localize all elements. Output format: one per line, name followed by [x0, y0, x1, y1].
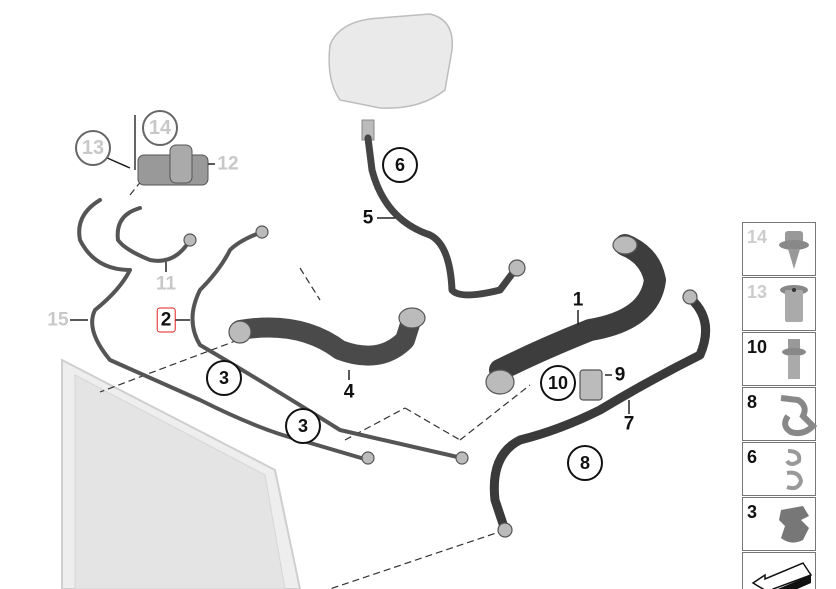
callout-10: 10	[540, 365, 576, 401]
nut-insert-icon	[780, 285, 808, 322]
radiator	[61, 358, 302, 589]
hose-1	[489, 234, 666, 381]
callout-8: 8	[567, 445, 603, 481]
valve-12	[134, 115, 209, 186]
fittings	[183, 225, 698, 538]
callout-15: 15	[47, 309, 69, 331]
legend-item-13: 13	[742, 277, 816, 331]
hose-7-8	[489, 293, 711, 535]
callout-6: 6	[382, 147, 418, 183]
arrow-icon	[751, 562, 813, 589]
callout-14: 14	[142, 110, 178, 146]
hose-2	[190, 230, 464, 460]
callout-lines	[70, 156, 630, 414]
callout-5: 5	[362, 207, 374, 229]
legend-label: 8	[747, 392, 758, 412]
legend-item-8: 8	[742, 387, 817, 441]
legend-label: 10	[747, 337, 768, 357]
callout-3a: 3	[206, 360, 242, 396]
legend-label: 13	[747, 282, 768, 302]
legend-label: 3	[747, 502, 758, 522]
legend-item-3: 3	[742, 497, 816, 551]
legend-label: 14	[747, 227, 768, 247]
callout-11: 11	[155, 273, 177, 295]
legend-item-arrow	[742, 552, 816, 589]
legend-item-14: 14	[742, 222, 816, 276]
legend-item-6: 6	[742, 442, 816, 496]
callout-3b: 3	[285, 408, 321, 444]
callout-2-label: 2	[156, 307, 176, 333]
screw-icon	[779, 231, 809, 269]
hoses	[77, 134, 711, 535]
bolt-icon	[782, 339, 806, 379]
callout-13: 13	[75, 130, 111, 166]
callout-1: 1	[572, 289, 584, 311]
callout-12: 12	[217, 153, 239, 175]
expansion-tank	[328, 13, 454, 141]
hose-11	[115, 206, 192, 263]
callout-7: 7	[623, 413, 635, 435]
legend-item-10: 10	[742, 332, 816, 386]
clip-icon	[780, 395, 817, 437]
legend-label: 6	[747, 447, 758, 467]
holder-icon	[779, 506, 809, 543]
parts-legend: 14 13 10 8 6 3	[742, 222, 817, 589]
hose-5	[364, 134, 519, 299]
callout-9: 9	[614, 364, 626, 386]
hose-15	[77, 198, 370, 462]
callout-4: 4	[343, 381, 355, 403]
hose-4	[230, 308, 422, 366]
callout-2[interactable]: 2	[156, 307, 176, 333]
double-clip-icon	[785, 449, 804, 491]
